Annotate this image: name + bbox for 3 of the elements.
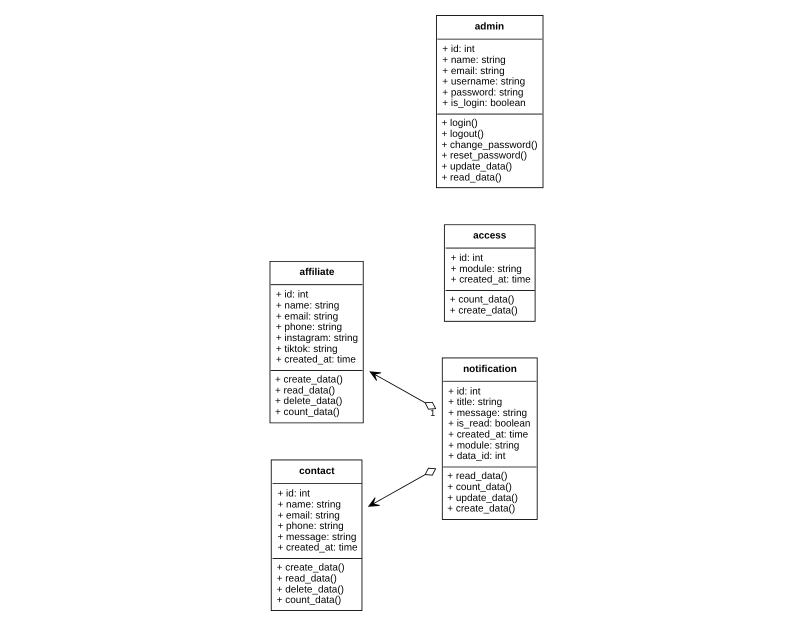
arrow: [369, 371, 436, 410]
arrow: [368, 468, 436, 507]
edge-label: 1: [430, 408, 435, 418]
